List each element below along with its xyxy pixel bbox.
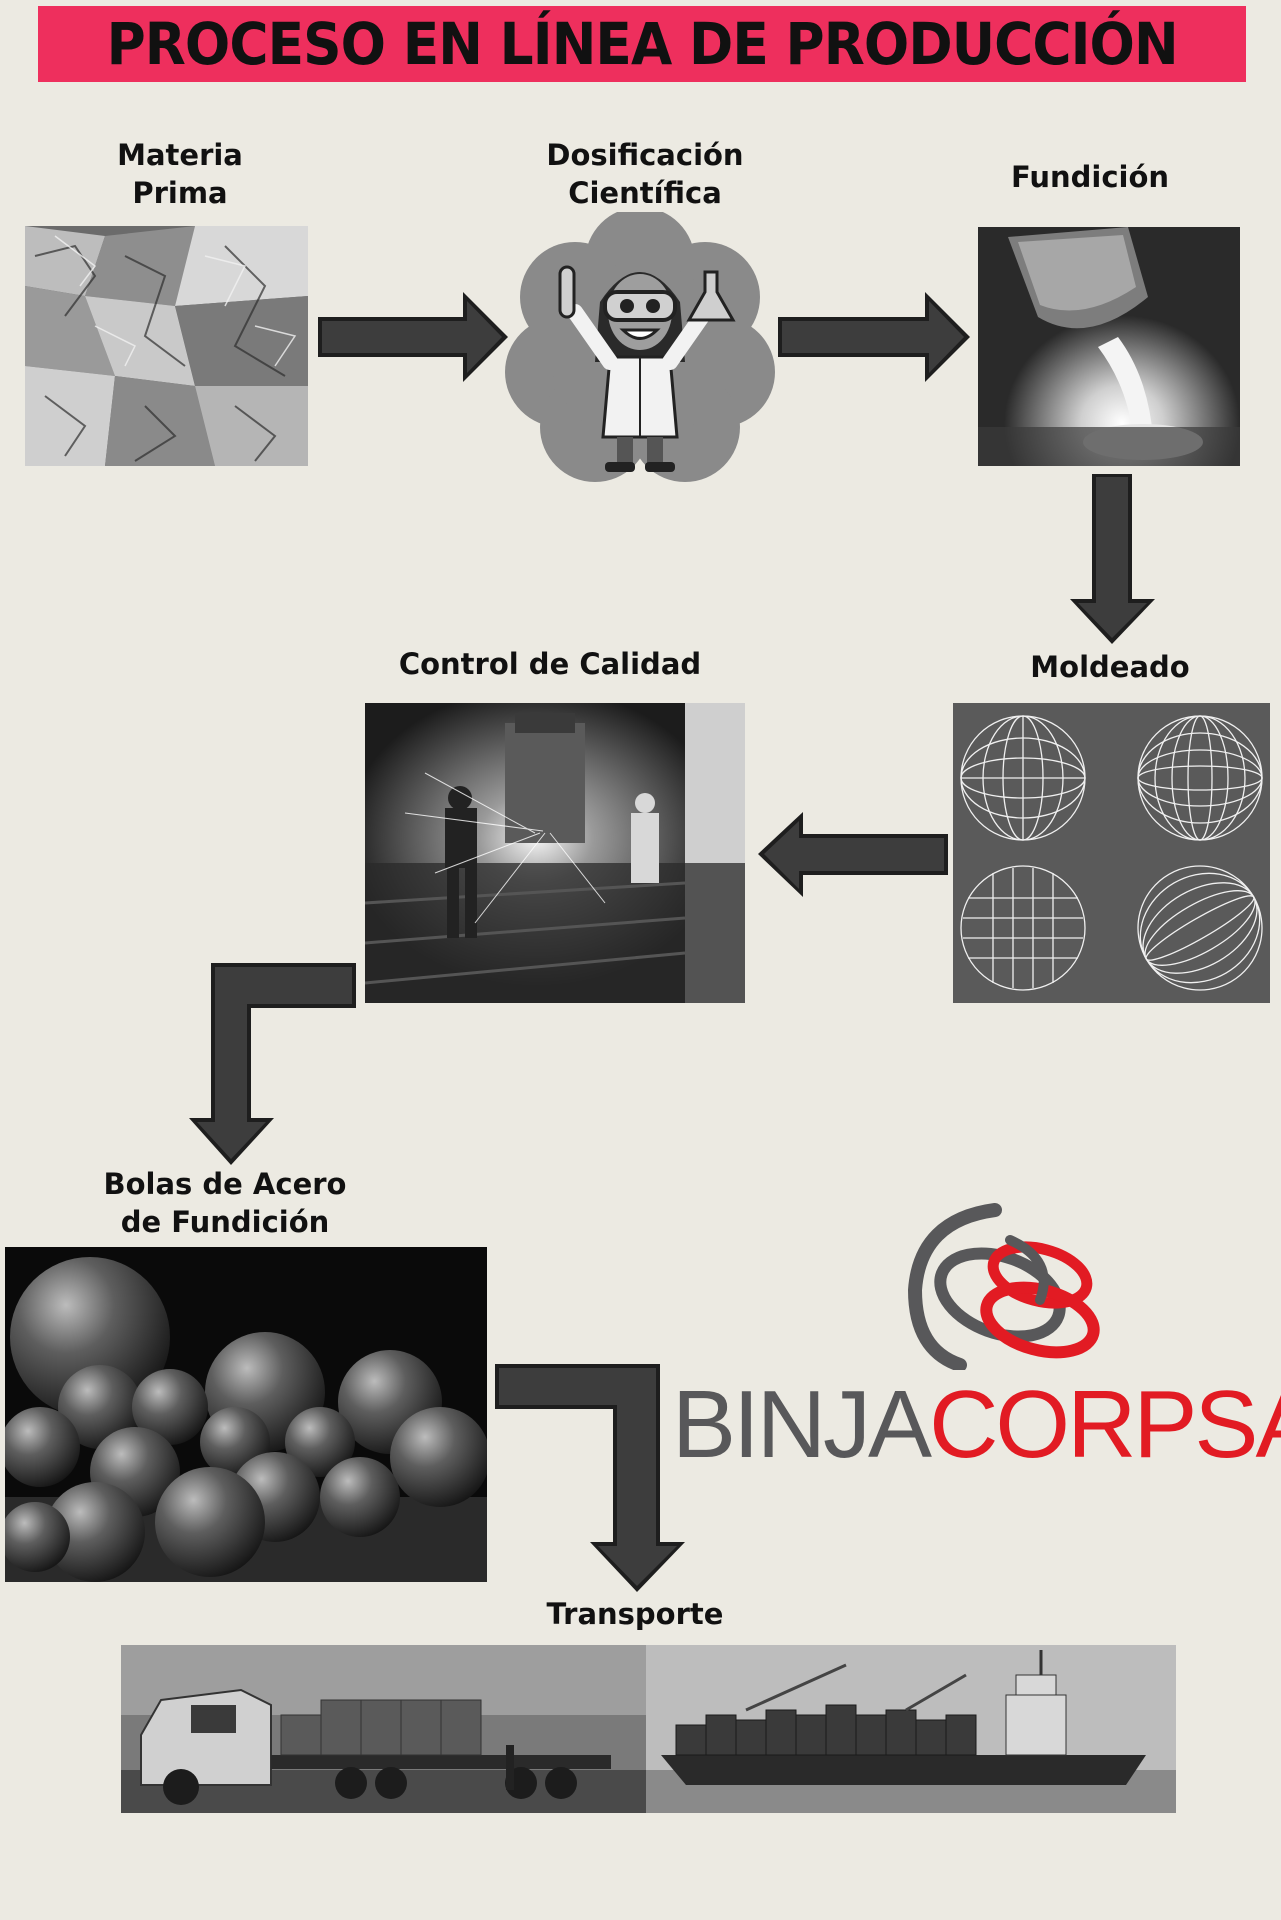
label-fundicion: Fundición [1010,160,1170,194]
binjacorpsa-logo: BINJA CORPSA ® [660,1200,1281,1490]
arrow-right-1 [318,292,508,382]
label-transporte: Transporte [546,1597,724,1631]
label-materia-prima: Materia Prima [117,138,243,210]
logo-emblem-icon [907,1203,1100,1370]
truck-image [121,1645,646,1813]
label-moldeado: Moldeado [1030,650,1190,684]
label-control-calidad: Control de Calidad [398,647,702,681]
logo-text-corpsa: CORPSA [929,1371,1281,1478]
logo-text-binja: BINJA [672,1371,932,1478]
arrow-down-1 [1070,474,1155,644]
cargo-ship-image [646,1645,1176,1813]
quality-control-image [365,703,745,1003]
molding-spheres-image [953,703,1270,1003]
scientist-illustration [505,207,775,482]
arrow-left-1 [758,812,948,897]
arrow-right-2 [778,292,970,382]
page-title: PROCESO EN LÍNEA DE PRODUCCIÓN [106,10,1178,78]
steel-balls-image [5,1247,487,1582]
label-bolas-acero: Bolas de Acero de Fundición [103,1167,347,1239]
arrow-elbow-down-2 [495,1364,685,1592]
foundry-pour-image [978,227,1240,466]
logo-wordmark: BINJA CORPSA ® [672,1370,1281,1480]
label-dosificacion: Dosificación Científica [546,138,744,210]
title-banner: PROCESO EN LÍNEA DE PRODUCCIÓN [38,6,1246,82]
arrow-elbow-down-1 [189,963,356,1165]
scrap-metal-image [25,226,308,466]
